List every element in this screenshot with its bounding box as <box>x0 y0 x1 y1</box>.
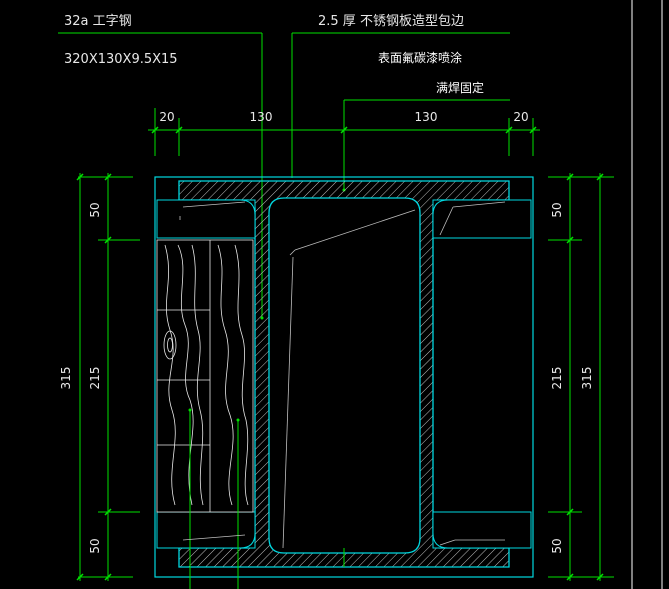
upper-left-pocket <box>156 199 256 239</box>
cladding-outline <box>154 176 534 578</box>
leader-dot <box>188 408 192 412</box>
dim-left-top: 50 <box>88 202 102 217</box>
leader-dot <box>236 418 240 422</box>
upper-right-pocket <box>432 199 532 239</box>
cladding-label: 2.5 厚 不锈钢板造型包边 <box>318 14 464 29</box>
dim-right-top: 50 <box>550 202 564 217</box>
coating-label: 表面氟碳漆喷涂 <box>378 50 462 65</box>
dim-top-right-20: 20 <box>513 110 528 124</box>
right-dimension <box>548 173 614 581</box>
left-dimension <box>76 173 140 581</box>
weld-label: 满焊固定 <box>436 80 484 95</box>
dim-top-left-20: 20 <box>159 110 174 124</box>
top-dimension <box>148 108 540 156</box>
dim-top-right-130: 130 <box>415 110 438 124</box>
fillet-outline <box>179 199 256 238</box>
weld-fill-lines <box>179 201 506 549</box>
fillet-outline <box>432 199 509 238</box>
dim-top-left-130: 130 <box>250 110 273 124</box>
section-name-label: 32a 工字钢 <box>64 14 132 29</box>
dim-right-bottom: 50 <box>550 538 564 553</box>
dim-right-total: 315 <box>580 367 594 390</box>
dim-left-middle: 215 <box>88 367 102 390</box>
fillet-outline <box>179 512 256 549</box>
web-cavity <box>268 197 421 554</box>
dim-left-total: 315 <box>59 367 73 390</box>
section-size-label: 320X130X9.5X15 <box>64 52 178 67</box>
dim-right-middle: 215 <box>550 367 564 390</box>
wood-infill <box>156 239 254 513</box>
dim-left-bottom: 50 <box>88 538 102 553</box>
lower-left-pocket <box>156 511 256 549</box>
fillet-outline <box>432 512 509 549</box>
